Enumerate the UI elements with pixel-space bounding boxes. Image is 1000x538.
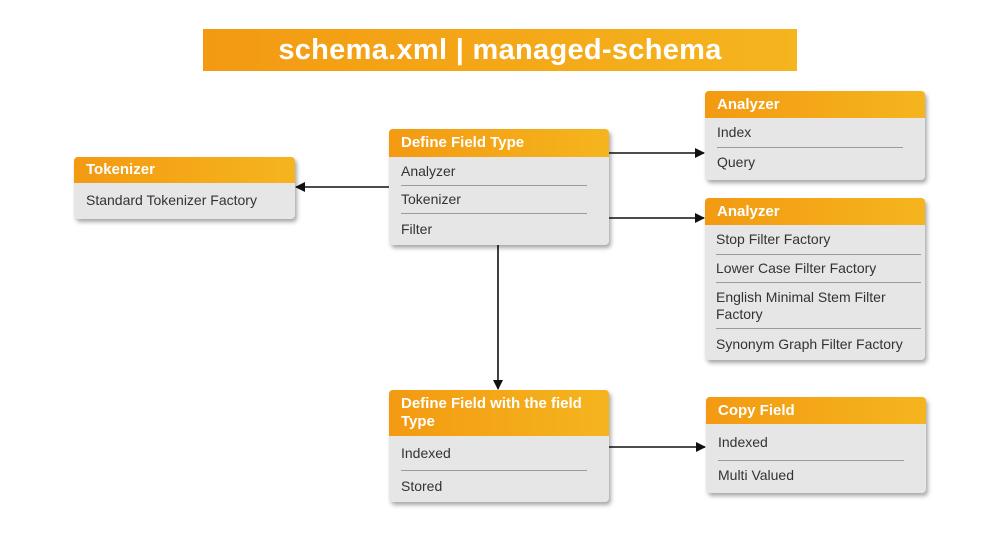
box-item: English Minimal Stem Filter Factory xyxy=(716,283,921,329)
box-header: Analyzer xyxy=(705,198,925,225)
analyzer-filters-box: Analyzer Stop Filter Factory Lower Case … xyxy=(705,198,925,360)
box-item: Standard Tokenizer Factory xyxy=(86,191,257,208)
define-field-box: Define Field with the field Type Indexed… xyxy=(389,390,609,502)
copy-field-box: Copy Field Indexed Multi Valued xyxy=(706,397,926,493)
box-item: Filter xyxy=(401,220,433,237)
box-item: Stop Filter Factory xyxy=(716,225,921,255)
box-item: Multi Valued xyxy=(718,467,795,483)
box-header: Tokenizer xyxy=(74,157,295,183)
analyzer-index-query-box: Analyzer Index Query xyxy=(705,91,925,180)
box-item: Indexed xyxy=(401,436,587,471)
define-field-type-box: Define Field Type Analyzer Tokenizer Fil… xyxy=(389,129,609,245)
box-item: Stored xyxy=(401,478,443,494)
box-item: Query xyxy=(717,153,756,170)
box-header: Define Field Type xyxy=(389,129,609,157)
diagram-title: schema.xml | managed-schema xyxy=(203,29,797,71)
box-item: Lower Case Filter Factory xyxy=(716,255,921,283)
box-header: Copy Field xyxy=(706,397,926,424)
box-header: Analyzer xyxy=(705,91,925,118)
box-item: Analyzer xyxy=(401,157,587,186)
box-item: Indexed xyxy=(718,424,904,461)
box-header: Define Field with the field Type xyxy=(389,390,609,436)
tokenizer-box: Tokenizer Standard Tokenizer Factory xyxy=(74,157,295,219)
box-item: Tokenizer xyxy=(401,186,587,214)
box-item: Index xyxy=(717,118,903,148)
box-item: Synonym Graph Filter Factory xyxy=(716,335,903,352)
